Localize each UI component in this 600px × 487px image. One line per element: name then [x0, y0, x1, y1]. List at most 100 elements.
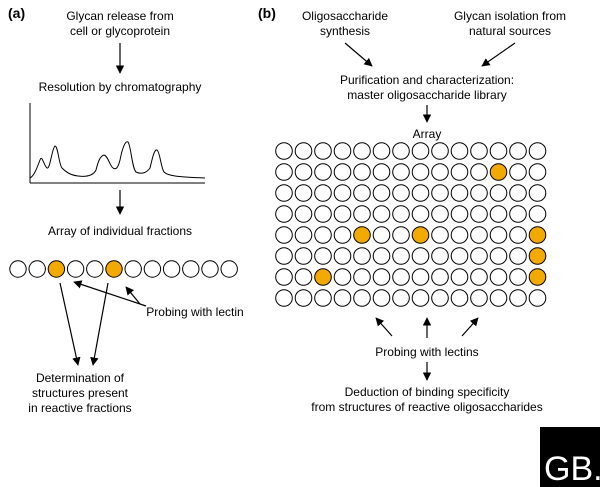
gb-logo-text: GB.c [544, 450, 600, 487]
panel-a-step1-line2: cell or glycoprotein [70, 24, 170, 38]
array-spot [294, 247, 313, 265]
gb-logo-background [540, 427, 600, 487]
array-spot [314, 289, 332, 307]
array-spot [509, 226, 527, 244]
array-spot [314, 142, 332, 160]
array-spot [333, 289, 352, 307]
array-spot [470, 205, 488, 223]
panel-b-label: (b) [258, 5, 276, 21]
fraction-well [9, 260, 27, 278]
array-spot [353, 142, 371, 160]
array-spot [528, 163, 547, 181]
fraction-well [28, 260, 46, 278]
array-spot [392, 184, 410, 202]
gb-logo: GB.c [540, 427, 600, 487]
array-spot [372, 268, 391, 286]
array-spot [314, 163, 332, 181]
array-spot [392, 205, 410, 223]
array-spot [275, 247, 293, 265]
array-spot [528, 184, 547, 202]
fraction-well [124, 260, 142, 278]
array-spot [372, 247, 391, 265]
array-spot [509, 268, 527, 286]
array-spot [333, 184, 352, 202]
arrow-probe-to-fraction-a [73, 280, 147, 307]
array-spot-reactive [314, 268, 332, 286]
panel-a-label: (a) [8, 5, 25, 21]
array-spot [470, 184, 488, 202]
array-spot [353, 268, 371, 286]
array-spot [450, 205, 469, 223]
panel-b-library-line2: master oligosaccharide library [347, 88, 506, 102]
fraction-well [86, 260, 104, 278]
array-spot [294, 205, 313, 223]
array-spot [314, 247, 332, 265]
array-spot [489, 268, 508, 286]
array-spot-reactive [528, 268, 547, 286]
array-spot [528, 205, 547, 223]
array-spot-reactive [528, 247, 547, 265]
panel-b-source1-line1: Oligosaccharide [302, 9, 388, 23]
panel-b-result-line2: from structures of reactive oligosacchar… [311, 400, 542, 414]
array-spot [431, 205, 449, 223]
array-spot-reactive [411, 226, 430, 244]
array-spot [333, 247, 352, 265]
array-spot [470, 268, 488, 286]
panel-a-step1-line1: Glycan release from [66, 9, 173, 23]
array-spot [392, 142, 410, 160]
array-spot [450, 289, 469, 307]
array-spot [314, 226, 332, 244]
array-spot [450, 226, 469, 244]
panel-b-source2-line1: Glycan isolation from [454, 9, 566, 23]
array-spot [275, 289, 293, 307]
array-spot [275, 163, 293, 181]
array-spot [489, 226, 508, 244]
array-spot [372, 184, 391, 202]
array-spot [489, 142, 508, 160]
array-spot [509, 142, 527, 160]
array-spot [275, 142, 293, 160]
array-spot [275, 268, 293, 286]
array-spot [333, 226, 352, 244]
array-spot [353, 289, 371, 307]
array-spot [372, 142, 391, 160]
array-spot [411, 247, 430, 265]
array-spot [333, 142, 352, 160]
fraction-well-reactive [47, 260, 66, 278]
panel-b-library-line1: Purification and characterization: [340, 73, 514, 87]
arrow-source1-to-library [344, 42, 373, 67]
arrow-fraction-a-to-result [59, 282, 81, 366]
panel-a-step2: Resolution by chromatography [39, 80, 202, 94]
array-spot [392, 163, 410, 181]
array-spot [509, 247, 527, 265]
array-spot [353, 205, 371, 223]
array-spot [431, 289, 449, 307]
array-spot [450, 184, 469, 202]
fraction-well [162, 260, 181, 278]
array-spot [294, 289, 313, 307]
array-spot [392, 268, 410, 286]
array-spot [275, 184, 293, 202]
panel-b-source1-line2: synthesis [320, 24, 370, 38]
arrow-fraction-b-to-result [90, 282, 109, 366]
oligosaccharide-array [275, 142, 547, 307]
panel-b-array-title: Array [413, 127, 442, 141]
array-spot [470, 163, 488, 181]
array-spot [353, 184, 371, 202]
array-spot [275, 226, 293, 244]
array-spot-reactive [353, 226, 371, 244]
chromatogram [29, 103, 206, 184]
array-spot [372, 289, 391, 307]
array-spot-reactive [528, 226, 547, 244]
fraction-well [182, 260, 200, 278]
arrow-probe-to-fraction-b [125, 286, 141, 305]
array-spot [431, 142, 449, 160]
array-spot [431, 184, 449, 202]
array-spot [450, 268, 469, 286]
array-spot [392, 247, 410, 265]
fraction-well-reactive [105, 260, 123, 278]
array-spot [314, 205, 332, 223]
array-spot [294, 268, 313, 286]
array-spot [470, 142, 488, 160]
